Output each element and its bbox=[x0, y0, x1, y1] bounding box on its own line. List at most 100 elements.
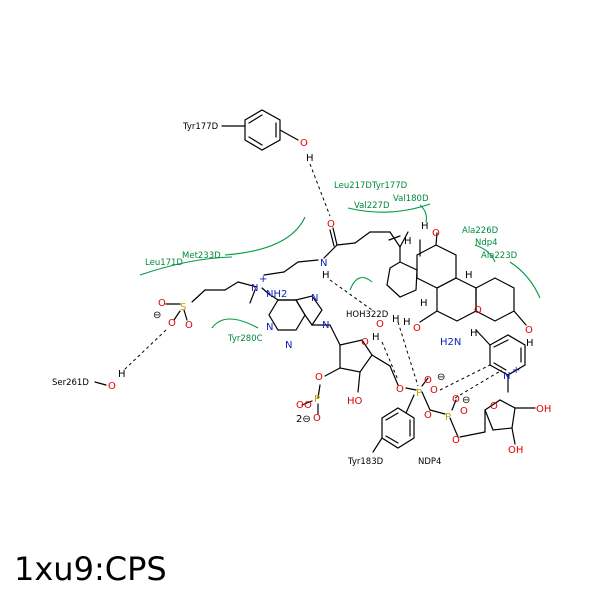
arc-tyr280 bbox=[211, 318, 259, 329]
atom-n-adenine-9: N bbox=[322, 320, 329, 331]
atom-h-amide: H bbox=[322, 270, 330, 281]
residue-label-ndp4-bottom: NDP4 bbox=[418, 457, 441, 467]
atom-nh2: NH2 bbox=[266, 289, 287, 300]
atom-p-1: P bbox=[416, 388, 422, 399]
residue-label-hoh322: HOH322D bbox=[346, 310, 389, 320]
atom-n-ammonium: N bbox=[251, 283, 258, 294]
residue-label-ser261: Ser261D bbox=[52, 378, 89, 388]
atom-h-ser261: H bbox=[118, 369, 126, 380]
tyr183-ring bbox=[372, 394, 415, 453]
atom-o-pp-5: O bbox=[452, 435, 460, 446]
atom-minus-pp-1: ⊖ bbox=[437, 372, 445, 383]
atom-o-sulfonate-3: O bbox=[168, 318, 176, 329]
atom-plus-nicotinamide: + bbox=[512, 365, 520, 376]
ribose-nicotinamide bbox=[484, 399, 536, 445]
atom-o-ribose-1: O bbox=[361, 337, 369, 348]
hbond-ser261 bbox=[123, 329, 167, 371]
atom-o-ring-right: O bbox=[525, 325, 533, 336]
atom-h-ring-2: H bbox=[420, 298, 428, 309]
atom-o-steroid-top: O bbox=[432, 228, 440, 239]
atom-o-tyr177: O bbox=[300, 138, 308, 149]
atom-plus: + bbox=[259, 274, 267, 285]
atom-o-phosphate-2: O bbox=[304, 400, 312, 411]
atom-o-ribose-5: O bbox=[396, 384, 404, 395]
steroid-side-chain bbox=[323, 227, 409, 263]
residue-label-tyr183: Tyr183D bbox=[347, 457, 384, 467]
arc-val180 bbox=[419, 204, 427, 223]
pyrophosphate bbox=[405, 377, 486, 438]
arc-inner bbox=[349, 276, 373, 291]
atom-h-ring-3: H bbox=[470, 328, 478, 339]
residue-label-met233: Met233D bbox=[182, 251, 221, 261]
atom-n-amide: N bbox=[320, 258, 327, 269]
sulfonate-group bbox=[165, 303, 188, 321]
atom-o-pp-4: O bbox=[460, 406, 468, 417]
atom-h-hoh322: H bbox=[392, 314, 400, 325]
arc-met233 bbox=[224, 216, 306, 256]
atom-o-ser261: O bbox=[108, 381, 116, 392]
residue-label-leu171: Leu171D bbox=[145, 258, 183, 268]
atom-minus-sulfonate: ⊖ bbox=[153, 310, 161, 321]
atom-o-amide: O bbox=[327, 219, 335, 230]
atom-o-pp-2: O bbox=[430, 385, 438, 396]
hbond-hoh322-p bbox=[397, 321, 419, 387]
atom-h-tyr177: H bbox=[306, 153, 314, 164]
atom-o-pp-1: O bbox=[424, 375, 432, 386]
residue-label-ala226: Ala226D bbox=[462, 226, 499, 236]
atom-h-steroid-lower: H bbox=[403, 317, 411, 328]
atom-h-steroid-top: H bbox=[421, 221, 429, 232]
atom-o-ribose-ring: O bbox=[490, 401, 498, 412]
hbond-hoh322-o bbox=[381, 341, 399, 381]
atom-2minus-phosphate: 2⊖ bbox=[296, 414, 311, 425]
residue-label-leu217: Leu217D bbox=[334, 181, 372, 191]
residue-label-tyr280: Tyr280C bbox=[227, 334, 263, 344]
hbond-hoh322-amide bbox=[329, 279, 373, 311]
atom-h2n: H2N bbox=[440, 337, 461, 348]
atom-o-hoh322: O bbox=[376, 319, 384, 330]
atom-o-phosphate-3: O bbox=[313, 413, 321, 424]
atom-h-ring-1: H bbox=[465, 270, 473, 281]
atom-p-2: P bbox=[445, 412, 451, 423]
arc-leu171 bbox=[139, 256, 233, 276]
arc-ndp4 bbox=[474, 244, 496, 263]
atom-o-steroid-lower: O bbox=[413, 323, 421, 334]
page-title: 1xu9:CPS bbox=[14, 550, 167, 588]
atom-p-adenosine: P bbox=[314, 394, 320, 405]
atom-o-ring: O bbox=[474, 305, 482, 316]
hbond-nicotinamide-2 bbox=[439, 364, 491, 391]
residue-label-ala223: Ala223D bbox=[481, 251, 518, 261]
hbond-tyr177 bbox=[309, 163, 331, 217]
atom-oh-ribose-2: OH bbox=[508, 445, 523, 456]
atom-n-adenine-1: N bbox=[266, 322, 273, 333]
steroid-rings bbox=[386, 232, 527, 326]
tyr177-phenol bbox=[221, 109, 299, 151]
atom-h-ring-right: H bbox=[526, 338, 534, 349]
residue-label-tyr177-top: Tyr177D bbox=[182, 122, 219, 132]
atom-o-sulfonate-2: O bbox=[185, 320, 193, 331]
residue-label-tyr177: Tyr177D bbox=[371, 181, 408, 191]
nicotinamide-ring bbox=[475, 329, 526, 393]
residue-label-val180: Val180D bbox=[393, 194, 429, 204]
atom-o-phosphate-1: O bbox=[296, 400, 304, 411]
atom-o-pp-3: O bbox=[452, 394, 460, 405]
atom-s-sulfonate: S bbox=[180, 302, 186, 313]
atom-minus-pp-2: ⊖ bbox=[462, 395, 470, 406]
adenine bbox=[268, 295, 331, 331]
atom-oh-ribose-1: OH bbox=[536, 404, 551, 415]
atom-o-pp-bridge: O bbox=[424, 410, 432, 421]
atom-n-nicotinamide: N bbox=[503, 371, 510, 382]
arc-ala223 bbox=[509, 261, 541, 299]
residue-label-val227: Val227D bbox=[354, 201, 390, 211]
atom-o-sulfonate-1: O bbox=[158, 298, 166, 309]
residue-label-ndp4-top: Ndp4 bbox=[475, 238, 498, 248]
atom-n-adenine-3: N bbox=[285, 340, 292, 351]
ribose-adenosine bbox=[301, 324, 399, 415]
atom-o-ribose-2: O bbox=[315, 372, 323, 383]
atom-n-adenine-7: N bbox=[311, 293, 318, 304]
atom-h-side: H bbox=[404, 236, 412, 247]
atom-h-hoh322-2: H bbox=[372, 332, 380, 343]
ammonium-chain bbox=[191, 259, 319, 304]
hbond-nicotinamide bbox=[454, 369, 503, 399]
atom-ho-ribose: HO bbox=[347, 396, 363, 407]
